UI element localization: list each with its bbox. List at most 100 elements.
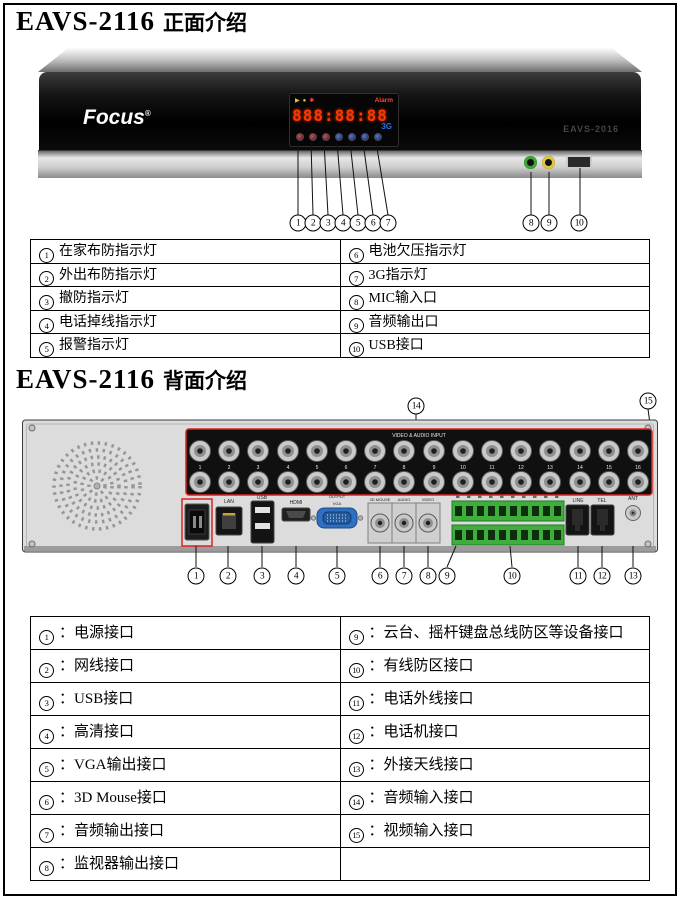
circled-number: 8 <box>348 294 364 310</box>
spec-label: MIC输入口 <box>368 291 437 306</box>
circled-number: 9 <box>348 318 364 333</box>
circled-number: 2 <box>39 662 54 678</box>
spec-label: 报警指示灯 <box>59 338 129 353</box>
callout-number: 8 <box>522 214 540 232</box>
callout-number: 11 <box>569 567 587 585</box>
audio-out-bnc <box>394 513 414 533</box>
circled-number: 11 <box>348 695 364 711</box>
usb-label: USB <box>257 495 268 501</box>
brand-reg-mark: ® <box>144 109 151 118</box>
separator: ： <box>368 625 384 642</box>
output-bnc-group: 3D MOUSE AUDIO VIDEO <box>367 497 441 544</box>
callout-number: 13 <box>624 567 642 585</box>
circled-number: 4 <box>39 728 54 744</box>
spec-label: 音频输出口 <box>368 314 439 330</box>
model-label: EAVS-2016 <box>563 124 619 134</box>
table-cell: 1：电源接口 <box>30 616 341 650</box>
separator: ： <box>368 724 384 741</box>
spec-label: USB接口 <box>368 338 424 353</box>
spec-label: 电话外线接口 <box>383 691 474 708</box>
callout-number: 9 <box>438 567 456 585</box>
front-title-text: 正面介绍 <box>163 12 248 35</box>
table-cell-empty <box>339 847 650 881</box>
callout-number: 12 <box>593 567 611 585</box>
callout-number: 5 <box>328 567 346 585</box>
video-out-bnc <box>418 513 438 533</box>
spec-label: 电池欠压指示灯 <box>368 244 467 259</box>
callout-number: 10 <box>503 567 521 585</box>
callout-number: 4 <box>287 567 305 585</box>
spec-label: USB接口 <box>74 691 134 708</box>
tel-port <box>590 504 615 536</box>
power-red-outline <box>181 498 213 547</box>
bnc-connector <box>452 471 474 493</box>
bnc-number: 6 <box>345 465 348 471</box>
circled-number: 6 <box>39 794 54 810</box>
circled-number: 2 <box>39 271 54 286</box>
fan-grille <box>52 441 142 531</box>
spec-label: 3G指示灯 <box>368 267 428 283</box>
separator: ： <box>59 757 75 774</box>
bnc-number: 2 <box>228 465 231 471</box>
callout-line-15 <box>647 408 652 432</box>
video-out-label: VIDEO <box>422 497 434 502</box>
bnc-connector <box>510 440 532 462</box>
circled-number: 15 <box>348 827 364 843</box>
bnc-number: 4 <box>287 465 290 471</box>
spec-label: 在家布防指示灯 <box>59 244 157 259</box>
circled-number: 7 <box>39 827 54 843</box>
bnc-connector <box>452 440 474 462</box>
separator: ： <box>59 691 75 708</box>
spec-label: 电话机接口 <box>383 724 459 741</box>
back-title-text: 背面介绍 <box>163 370 248 393</box>
device-top-edge <box>38 48 642 72</box>
circled-number: 13 <box>348 761 364 777</box>
bnc-connector <box>510 471 532 493</box>
callout-number: 3 <box>253 567 271 585</box>
terminal-blocks <box>451 495 565 546</box>
callout-number: 14 <box>407 397 425 415</box>
circled-number: 4 <box>39 318 54 333</box>
vga-label: VGA <box>333 501 342 506</box>
callout-number: 10 <box>570 214 588 232</box>
circled-number: 14 <box>348 794 364 810</box>
bnc-connector <box>393 471 415 493</box>
spec-label: 视频输入接口 <box>383 823 474 840</box>
back-section-title: EAVS-2116 背面介绍 <box>16 364 247 395</box>
vga-port: OUTPUT VGA <box>310 494 364 529</box>
circled-number: 1 <box>39 629 54 645</box>
bnc-connector <box>277 440 299 462</box>
circled-number: 12 <box>348 728 364 744</box>
bnc-connector <box>247 471 269 493</box>
table-cell: 9 音频输出口 <box>339 309 650 334</box>
phone-offline-led <box>335 133 343 141</box>
bnc-connector <box>539 471 561 493</box>
led-digits: 888:88:88 <box>292 106 388 125</box>
brand-text: Focus <box>83 106 145 129</box>
bnc-connector <box>569 471 591 493</box>
table-row: 5：VGA输出接口 13：外接天线接口 <box>30 748 650 782</box>
home-arm-led <box>296 133 304 141</box>
table-cell: 14：音频输入接口 <box>339 781 650 815</box>
table-row: 1：电源接口 9：云台、摇杆键盘总线防区等设备接口 <box>30 616 650 650</box>
display-status-icons: ▶ ● ✱ Alarm <box>295 95 393 106</box>
spec-label: 3D Mouse接口 <box>74 790 167 807</box>
device-base <box>38 150 642 178</box>
bnc-number: 14 <box>577 465 583 471</box>
bnc-connector <box>481 440 503 462</box>
spec-label: 撤防指示灯 <box>59 291 129 306</box>
back-title-model: EAVS-2116 <box>16 364 156 394</box>
callout-number: 1 <box>187 567 205 585</box>
spec-label: 音频输出接口 <box>74 823 165 840</box>
audio-out-plate <box>391 502 417 544</box>
spec-label: 外接天线接口 <box>383 757 474 774</box>
lan-label: LAN <box>224 499 234 505</box>
output-label: OUTPUT <box>329 494 346 499</box>
rear-chassis <box>22 419 658 553</box>
